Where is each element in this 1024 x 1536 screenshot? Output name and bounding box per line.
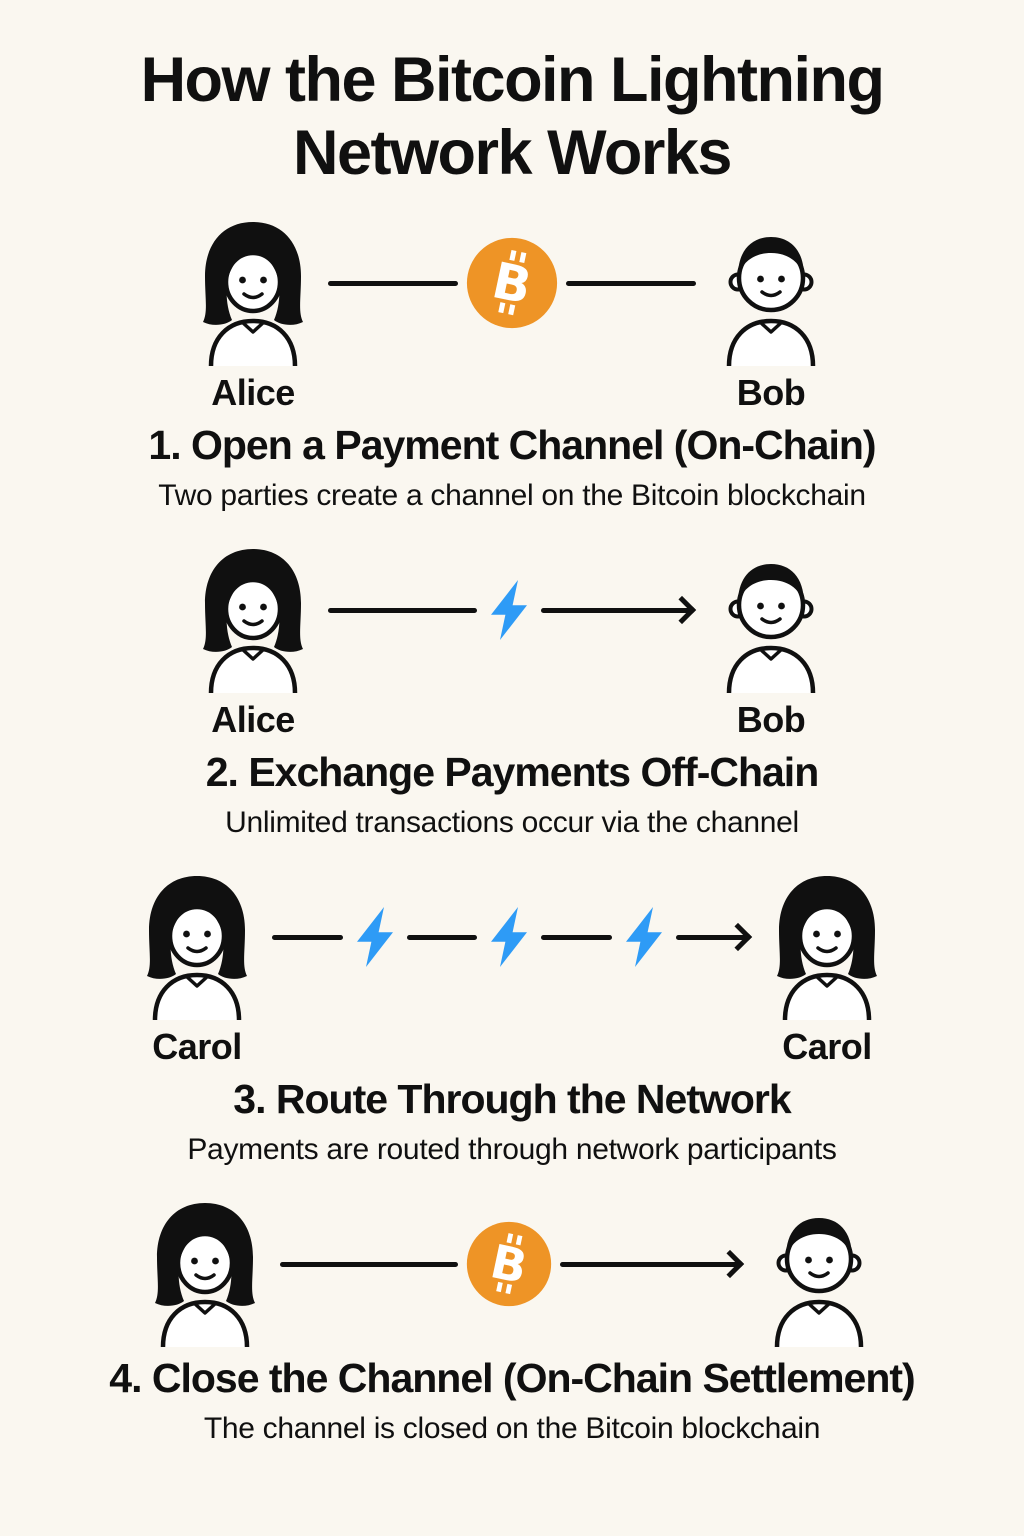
lightning-bolt-icon xyxy=(351,906,399,968)
payment-arrow-connector xyxy=(328,543,697,693)
step-1-open-channel: Alice Bob 1. Open a Payment Channel (On-… xyxy=(0,216,1024,513)
person-alice: Alice xyxy=(178,543,328,741)
person-right xyxy=(744,1197,894,1347)
step-4-heading: 4. Close the Channel (On-Chain Settlemen… xyxy=(109,1355,915,1402)
step-3-heading: 3. Route Through the Network xyxy=(233,1076,791,1123)
arrowhead-icon xyxy=(723,923,753,952)
settlement-arrow-connector xyxy=(280,1197,745,1347)
avatar-female-icon xyxy=(130,1197,280,1347)
channel-line xyxy=(560,1261,738,1267)
step-4-close-channel: 4. Close the Channel (On-Chain Settlemen… xyxy=(0,1197,1024,1446)
person-left xyxy=(130,1197,280,1347)
carol-avatar-female-icon xyxy=(752,870,902,1020)
channel-line xyxy=(566,280,696,286)
alice-avatar-female-icon xyxy=(178,216,328,366)
step-1-heading: 1. Open a Payment Channel (On-Chain) xyxy=(148,422,876,469)
step-2-subtext: Unlimited transactions occur via the cha… xyxy=(225,806,799,840)
person-name-bob: Bob xyxy=(736,372,806,414)
avatar-male-icon xyxy=(744,1197,894,1347)
person-name-bob: Bob xyxy=(736,699,806,741)
payment-channel-connector xyxy=(328,216,696,366)
step-3-route-network: Carol Carol 3. Route Through the Network… xyxy=(0,870,1024,1167)
channel-line xyxy=(280,1261,458,1267)
person-carol-right: Carol xyxy=(752,870,902,1068)
step-2-heading: 2. Exchange Payments Off-Chain xyxy=(205,749,820,796)
step-4-diagram xyxy=(0,1197,1024,1347)
lightning-bolt-icon xyxy=(620,906,668,968)
person-carol-left: Carol xyxy=(122,870,272,1068)
arrowhead-icon xyxy=(715,1250,745,1279)
step-4-subtext: The channel is closed on the Bitcoin blo… xyxy=(203,1412,821,1446)
bob-avatar-male-icon xyxy=(696,216,846,366)
step-3-subtext: Payments are routed through network part… xyxy=(187,1133,837,1167)
channel-line xyxy=(406,934,477,940)
channel-line xyxy=(272,934,343,940)
channel-line xyxy=(675,934,746,940)
channel-line xyxy=(541,934,612,940)
step-2-exchange-payments: Alice Bob 2. Exchange Payments Off-Chain… xyxy=(0,543,1024,840)
step-1-subtext: Two parties create a channel on the Bitc… xyxy=(158,479,866,513)
person-alice: Alice xyxy=(178,216,328,414)
page-title: How the Bitcoin Lightning Network Works xyxy=(140,45,885,189)
arrowhead-icon xyxy=(667,596,697,625)
bitcoin-coin-icon xyxy=(466,1221,552,1307)
bob-avatar-male-icon xyxy=(696,543,846,693)
person-bob: Bob xyxy=(696,543,846,741)
person-name-carol: Carol xyxy=(152,1026,242,1068)
person-name-carol: Carol xyxy=(782,1026,872,1068)
person-name-alice: Alice xyxy=(211,699,295,741)
lightning-bolt-icon xyxy=(485,906,533,968)
step-2-diagram: Alice Bob xyxy=(0,543,1024,741)
alice-avatar-female-icon xyxy=(178,543,328,693)
step-1-diagram: Alice Bob xyxy=(0,216,1024,414)
channel-line xyxy=(328,607,477,613)
carol-avatar-female-icon xyxy=(122,870,272,1020)
person-bob: Bob xyxy=(696,216,846,414)
step-3-diagram: Carol Carol xyxy=(0,870,1024,1068)
channel-line xyxy=(328,280,458,286)
routing-arrow-connector xyxy=(272,870,753,1020)
lightning-bolt-icon xyxy=(485,579,533,641)
bitcoin-coin-icon xyxy=(466,237,558,329)
person-name-alice: Alice xyxy=(211,372,295,414)
channel-line xyxy=(541,607,690,613)
